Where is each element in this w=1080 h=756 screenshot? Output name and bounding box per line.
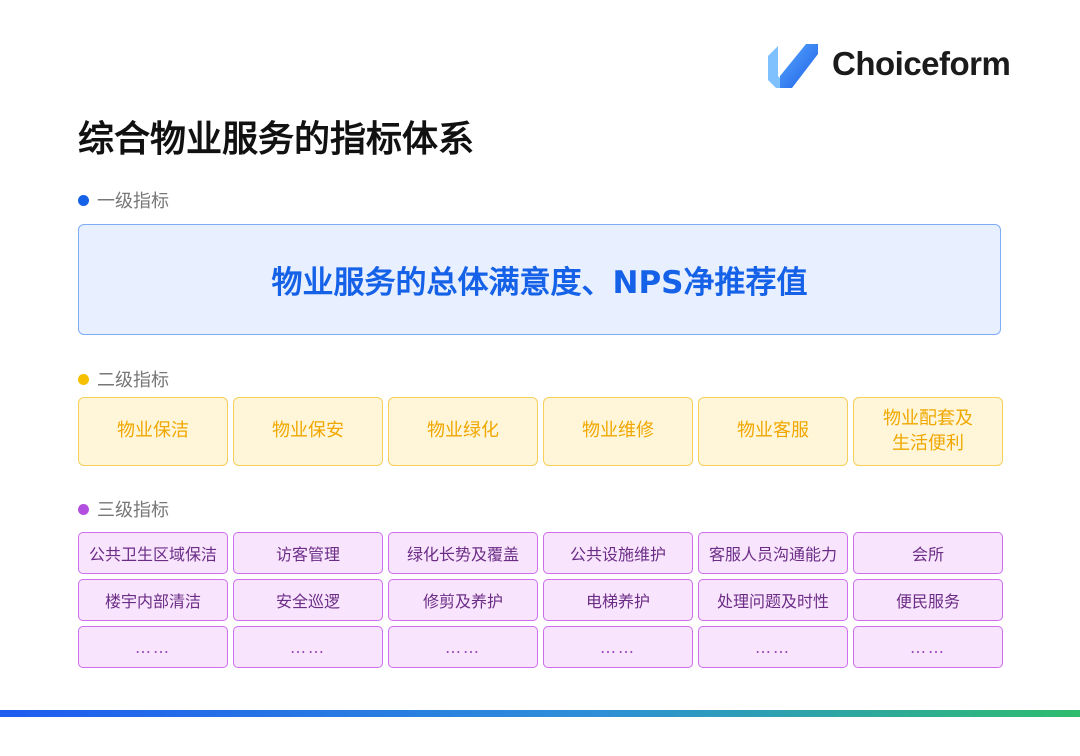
level2-label: 二级指标 (97, 370, 169, 391)
level3-grid: 公共卫生区域保洁 访客管理 绿化长势及覆盖 公共设施维护 客服人员沟通能力 会所… (78, 532, 1003, 668)
level3-box: 公共卫生区域保洁 (78, 532, 228, 574)
level2-box: 物业保洁 (78, 397, 228, 466)
level3-ellipsis-box: …… (388, 626, 538, 668)
level2-box: 物业绿化 (388, 397, 538, 466)
level1-label: 一级指标 (97, 191, 169, 212)
level2-box: 物业维修 (543, 397, 693, 466)
level3-box: 绿化长势及覆盖 (388, 532, 538, 574)
level3-ellipsis-box: …… (853, 626, 1003, 668)
level3-box: 会所 (853, 532, 1003, 574)
level2-dot-icon (78, 373, 89, 385)
level3-ellipsis-box: …… (543, 626, 693, 668)
level3-box: 客服人员沟通能力 (698, 532, 848, 574)
level3-label: 三级指标 (97, 500, 169, 521)
level3-ellipsis-box: …… (78, 626, 228, 668)
level3-box: 便民服务 (853, 579, 1003, 621)
brand-logo: Choiceform (766, 38, 1011, 90)
level3-box: 电梯养护 (543, 579, 693, 621)
level3-box: 安全巡逻 (233, 579, 383, 621)
level1-dot-icon (78, 194, 89, 206)
level2-section-label: 二级指标 (78, 366, 169, 392)
level3-section-label: 三级指标 (78, 496, 169, 522)
bottom-gradient-bar (0, 710, 1080, 717)
level3-box: 公共设施维护 (543, 532, 693, 574)
level3-ellipsis-box: …… (233, 626, 383, 668)
level3-ellipsis-box: …… (698, 626, 848, 668)
level2-box: 物业客服 (698, 397, 848, 466)
choiceform-logo-icon (768, 44, 818, 88)
level2-row: 物业保洁 物业保安 物业绿化 物业维修 物业客服 物业配套及 生活便利 (78, 397, 1003, 466)
level3-dot-icon (78, 503, 89, 515)
level3-box: 楼宇内部清洁 (78, 579, 228, 621)
level3-box: 修剪及养护 (388, 579, 538, 621)
level2-box: 物业配套及 生活便利 (853, 397, 1003, 466)
level1-section-label: 一级指标 (78, 187, 169, 213)
level1-box: 物业服务的总体满意度、NPS净推荐值 (78, 224, 1001, 335)
level2-box: 物业保安 (233, 397, 383, 466)
level3-box: 处理问题及时性 (698, 579, 848, 621)
page-title: 综合物业服务的指标体系 (78, 119, 475, 160)
level3-box: 访客管理 (233, 532, 383, 574)
brand-name: Choiceform (832, 45, 1011, 82)
